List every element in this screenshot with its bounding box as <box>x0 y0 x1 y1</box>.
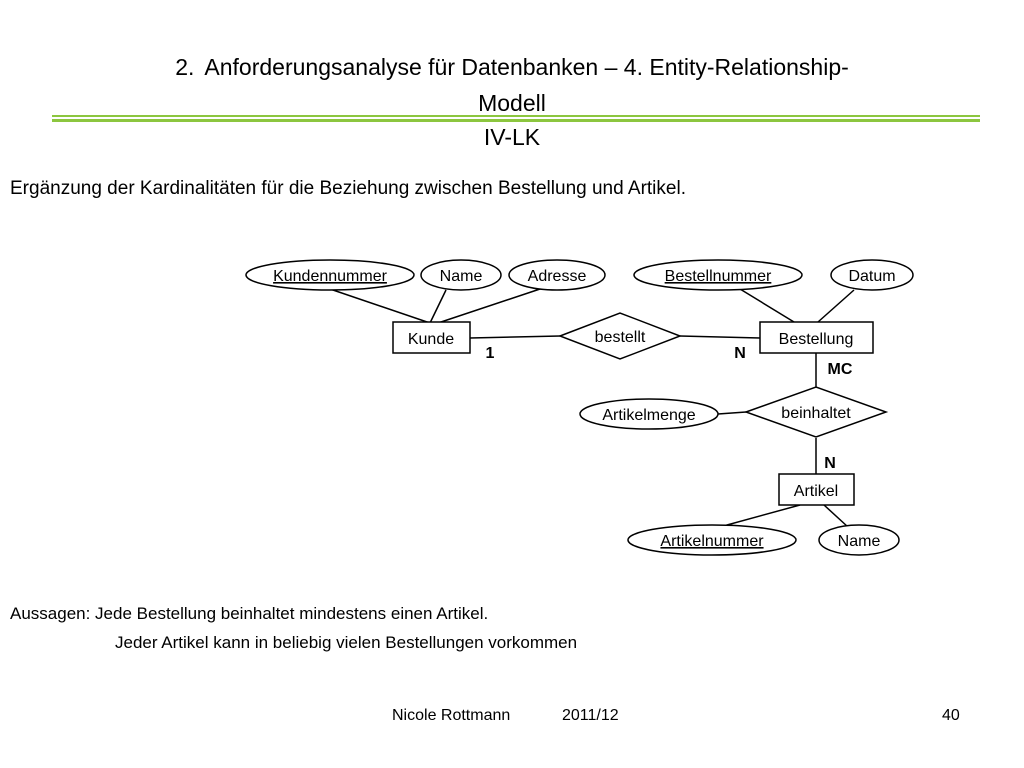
attr-adresse: Adresse <box>508 259 606 291</box>
attr-kunde-name-label: Name <box>440 268 483 285</box>
entity-artikel-label: Artikel <box>794 483 838 500</box>
cardinality-artikel-beinhaltet: N <box>824 455 836 472</box>
attr-adresse-shape <box>508 259 606 291</box>
footer-author: Nicole Rottmann <box>392 707 511 724</box>
line-artikelmenge-beinhaltet <box>717 411 747 415</box>
attr-artikelmenge-label: Artikelmenge <box>602 407 695 424</box>
title-text: Anforderungsanalyse für Datenbanken – 4.… <box>204 54 849 80</box>
attr-artikelnummer-label: Artikelnummer <box>660 533 764 550</box>
relationship-beinhaltet-shape <box>743 386 889 438</box>
attr-artikelnummer: Artikelnummer <box>627 524 797 556</box>
slide-title-line-2: Modell <box>478 90 546 116</box>
intro-text: Ergänzung der Kardinalitäten für die Bez… <box>10 178 686 199</box>
attr-artikelmenge-shape <box>579 398 719 430</box>
attr-adresse-label: Adresse <box>528 268 587 285</box>
page-number: 40 <box>942 707 960 724</box>
entity-artikel-box <box>778 473 855 506</box>
title-divider-top <box>52 115 980 117</box>
line-adresse-kunde <box>437 288 541 324</box>
attr-bestellnummer-label: Bestellnummer <box>665 268 772 285</box>
aussagen-block: Aussagen: Jede Bestellung beinhaltet min… <box>10 599 577 657</box>
entity-kunde: Kunde <box>392 321 471 354</box>
attr-kunde-name-shape <box>420 259 502 291</box>
line-kunde-bestellt <box>469 335 561 339</box>
attr-artikel-name-label: Name <box>838 533 881 550</box>
attr-kundennummer-shape <box>245 259 415 291</box>
title-divider-bottom <box>52 119 980 122</box>
attr-artikelmenge: Artikelmenge <box>579 398 719 430</box>
relationship-beinhaltet-label: beinhaltet <box>781 405 851 422</box>
attr-datum-label: Datum <box>848 268 895 285</box>
attr-artikel-name: Name <box>818 524 900 556</box>
entity-bestellung: Bestellung <box>759 321 874 354</box>
line-datum-bestellung <box>817 289 855 323</box>
entity-bestellung-label: Bestellung <box>779 331 854 348</box>
line-name-kunde <box>429 289 447 324</box>
line-name-artikel <box>823 504 849 528</box>
attr-datum: Datum <box>830 259 914 291</box>
entity-kunde-box <box>392 321 471 354</box>
line-artikelnummer-artikel <box>715 504 801 529</box>
attr-artikel-name-shape <box>818 524 900 556</box>
attr-kunde-name: Name <box>420 259 502 291</box>
relationship-bestellt-label: bestellt <box>595 329 646 346</box>
relationship-bestellt-shape <box>557 312 683 360</box>
line-bestellt-bestellung <box>679 335 761 339</box>
slide-subtitle: IV-LK <box>483 124 541 150</box>
attr-kundennummer-label: Kundennummer <box>273 268 388 285</box>
title-number: 2. <box>175 54 195 80</box>
attr-kundennummer: Kundennummer <box>245 259 415 291</box>
entity-bestellung-box <box>759 321 874 354</box>
attr-artikelnummer-shape <box>627 524 797 556</box>
cardinality-bestellung-beinhaltet: MC <box>828 361 853 378</box>
relationship-bestellt: bestellt <box>557 312 683 360</box>
aussagen-line-1: Aussagen: Jede Bestellung beinhaltet min… <box>10 604 489 623</box>
line-bestellnummer-bestellung <box>739 288 795 323</box>
attr-datum-shape <box>830 259 914 291</box>
cardinality-kunde-bestellt: 1 <box>486 345 495 362</box>
slide-title-line-1: 2. Anforderungsanalyse für Datenbanken – … <box>0 52 1024 82</box>
footer-term: 2011/12 <box>562 707 619 724</box>
connector-lines <box>329 288 855 529</box>
cardinality-bestellung-bestellt: N <box>734 345 746 362</box>
attr-bestellnummer: Bestellnummer <box>633 259 803 291</box>
entity-artikel: Artikel <box>778 473 855 506</box>
aussagen-line-2: Jeder Artikel kann in beliebig vielen Be… <box>115 633 578 652</box>
line-kundennummer-kunde <box>329 288 431 324</box>
attr-bestellnummer-shape <box>633 259 803 291</box>
relationship-beinhaltet: beinhaltet <box>743 386 889 438</box>
entity-kunde-label: Kunde <box>408 331 454 348</box>
